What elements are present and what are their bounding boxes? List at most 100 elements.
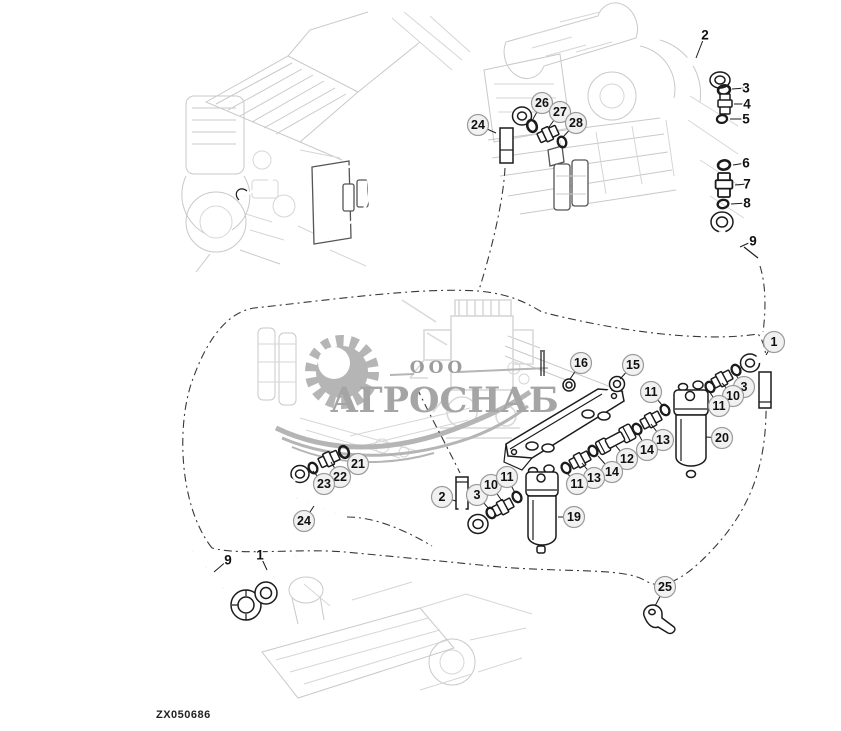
gear-watermark-icon xyxy=(305,335,379,409)
callout-28: 28 xyxy=(562,111,588,138)
hose-2-lower xyxy=(455,476,489,535)
svg-text:2: 2 xyxy=(439,490,446,504)
hose-24-top xyxy=(499,106,533,164)
clamp-25 xyxy=(642,604,676,635)
fitting-27 xyxy=(535,122,561,146)
svg-text:3: 3 xyxy=(474,488,481,502)
fitting-7 xyxy=(714,172,734,198)
callout-19: 19 xyxy=(558,505,586,529)
callout-25: 25 xyxy=(653,575,677,607)
routing-loop xyxy=(182,289,768,586)
hose-2-top xyxy=(667,52,731,89)
callout-9: 9 xyxy=(739,232,758,250)
callout-11: 11 xyxy=(639,380,663,406)
svg-text:14: 14 xyxy=(640,443,654,457)
callout-20: 20 xyxy=(705,426,734,450)
callout-2: 2 xyxy=(695,26,710,59)
hose-9-bottom xyxy=(190,548,262,621)
hose-24-left xyxy=(286,464,337,516)
callout-11: 11 xyxy=(707,390,731,418)
svg-text:13: 13 xyxy=(587,471,601,485)
mounted-line-assembly-topleft xyxy=(235,160,371,245)
o-ring-11-lower xyxy=(509,489,525,505)
svg-text:15: 15 xyxy=(626,358,640,372)
callout-9: 9 xyxy=(213,551,233,573)
svg-text:13: 13 xyxy=(656,433,670,447)
svg-text:9: 9 xyxy=(749,234,757,249)
callout-13: 13 xyxy=(650,423,675,452)
svg-text:26: 26 xyxy=(535,96,549,110)
callout-24: 24 xyxy=(466,113,497,137)
callout-15: 15 xyxy=(619,353,645,380)
svg-text:11: 11 xyxy=(712,399,725,413)
svg-text:14: 14 xyxy=(605,465,619,479)
routing-branch-left xyxy=(346,516,433,547)
callout-24: 24 xyxy=(292,505,316,533)
svg-text:11: 11 xyxy=(500,470,513,484)
valve-canisters-center xyxy=(547,145,589,211)
callout-26: 26 xyxy=(530,91,554,120)
fitting-13-row-right xyxy=(638,408,664,432)
svg-text:21: 21 xyxy=(351,457,365,471)
o-ring-11-row-right xyxy=(657,402,673,418)
callout-23: 23 xyxy=(312,470,336,496)
svg-text:12: 12 xyxy=(620,452,634,466)
nut-16 xyxy=(562,378,576,392)
filter-20 xyxy=(673,380,709,479)
svg-text:28: 28 xyxy=(569,116,583,130)
callout-3: 3 xyxy=(731,79,752,97)
svg-text:6: 6 xyxy=(742,156,750,171)
svg-text:11: 11 xyxy=(570,477,583,491)
callout-21: 21 xyxy=(346,452,370,476)
callout-16: 16 xyxy=(569,351,593,380)
svg-text:27: 27 xyxy=(553,105,567,119)
svg-text:24: 24 xyxy=(297,514,311,528)
routing-hose9-right xyxy=(759,265,766,333)
hose-routing-dashed-curves xyxy=(182,167,768,586)
callout-1: 1 xyxy=(762,330,786,356)
svg-text:16: 16 xyxy=(574,356,588,370)
callout-6: 6 xyxy=(732,154,752,172)
callout-11: 11 xyxy=(495,465,519,494)
svg-text:1: 1 xyxy=(256,548,264,563)
callout-13: 13 xyxy=(581,462,606,490)
harvester-watermark-icon xyxy=(401,299,534,439)
callout-4: 4 xyxy=(734,95,753,113)
filter-19 xyxy=(525,464,559,554)
hose-1-right xyxy=(739,353,774,409)
callout-14: 14 xyxy=(597,455,624,484)
callout-11: 11 xyxy=(565,471,589,496)
callout-2: 2 xyxy=(430,485,457,509)
svg-text:9: 9 xyxy=(224,553,232,568)
callout-1: 1 xyxy=(255,546,268,571)
svg-text:22: 22 xyxy=(333,470,347,484)
svg-text:25: 25 xyxy=(658,580,672,594)
svg-text:24: 24 xyxy=(471,118,485,132)
svg-text:8: 8 xyxy=(743,196,751,211)
fitting-4 xyxy=(717,93,733,115)
svg-text:10: 10 xyxy=(484,478,498,492)
mounting-bracket xyxy=(503,350,625,471)
svg-text:2: 2 xyxy=(701,28,709,43)
hose-1-bottom xyxy=(254,554,299,605)
watermark-art xyxy=(274,299,549,464)
svg-text:19: 19 xyxy=(567,510,581,524)
hose-9-top xyxy=(710,211,759,265)
svg-text:1: 1 xyxy=(771,335,778,349)
callout-7: 7 xyxy=(734,175,752,193)
svg-text:10: 10 xyxy=(726,389,740,403)
svg-text:5: 5 xyxy=(742,112,750,127)
callout-8: 8 xyxy=(730,194,753,212)
callout-12: 12 xyxy=(615,445,639,471)
callout-27: 27 xyxy=(548,100,572,128)
svg-text:3: 3 xyxy=(742,81,750,96)
svg-text:20: 20 xyxy=(715,431,729,445)
svg-text:23: 23 xyxy=(317,477,331,491)
svg-text:4: 4 xyxy=(743,97,751,112)
o-ring-6 xyxy=(715,158,733,172)
o-ring-26 xyxy=(524,117,540,135)
svg-text:7: 7 xyxy=(743,177,751,192)
